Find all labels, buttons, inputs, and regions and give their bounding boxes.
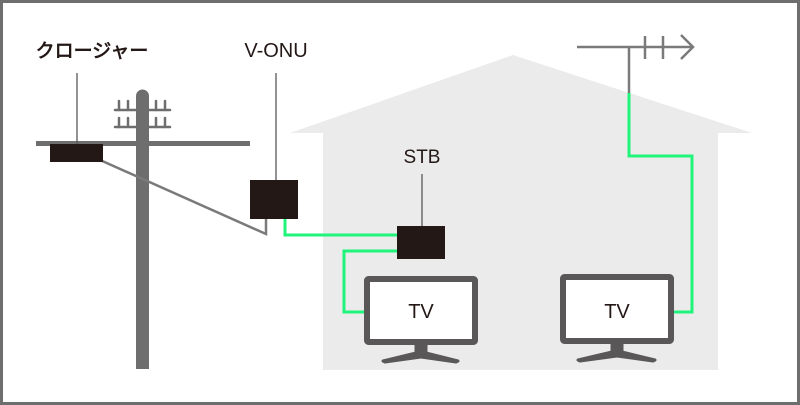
tv-2-screen <box>560 274 674 344</box>
tv-1: TV <box>364 276 478 364</box>
tv-1-label: TV <box>408 301 434 323</box>
v-onu-label: V-ONU <box>244 40 307 62</box>
stb-device <box>397 226 445 259</box>
tv-1-screen <box>364 276 478 345</box>
tv-1-stand <box>381 343 460 364</box>
cable-onu-stb <box>283 218 398 237</box>
tv-2-label: TV <box>604 301 630 323</box>
pole-shaft <box>136 89 149 370</box>
cable-antenna-tv2 <box>627 93 694 314</box>
antenna-icon <box>577 34 695 93</box>
tv-2-stand <box>576 342 657 363</box>
drop-cable <box>99 158 268 236</box>
closure-device <box>50 144 103 162</box>
v-onu-device <box>250 180 298 219</box>
tv-2: TV <box>560 274 674 363</box>
coax-cables <box>283 93 694 314</box>
utility-pole <box>36 89 250 370</box>
cable-stb-tv1 <box>342 249 398 314</box>
stb-label: STB <box>404 147 441 168</box>
closure-label: クロージャー <box>36 40 149 62</box>
house-roof <box>290 55 752 133</box>
